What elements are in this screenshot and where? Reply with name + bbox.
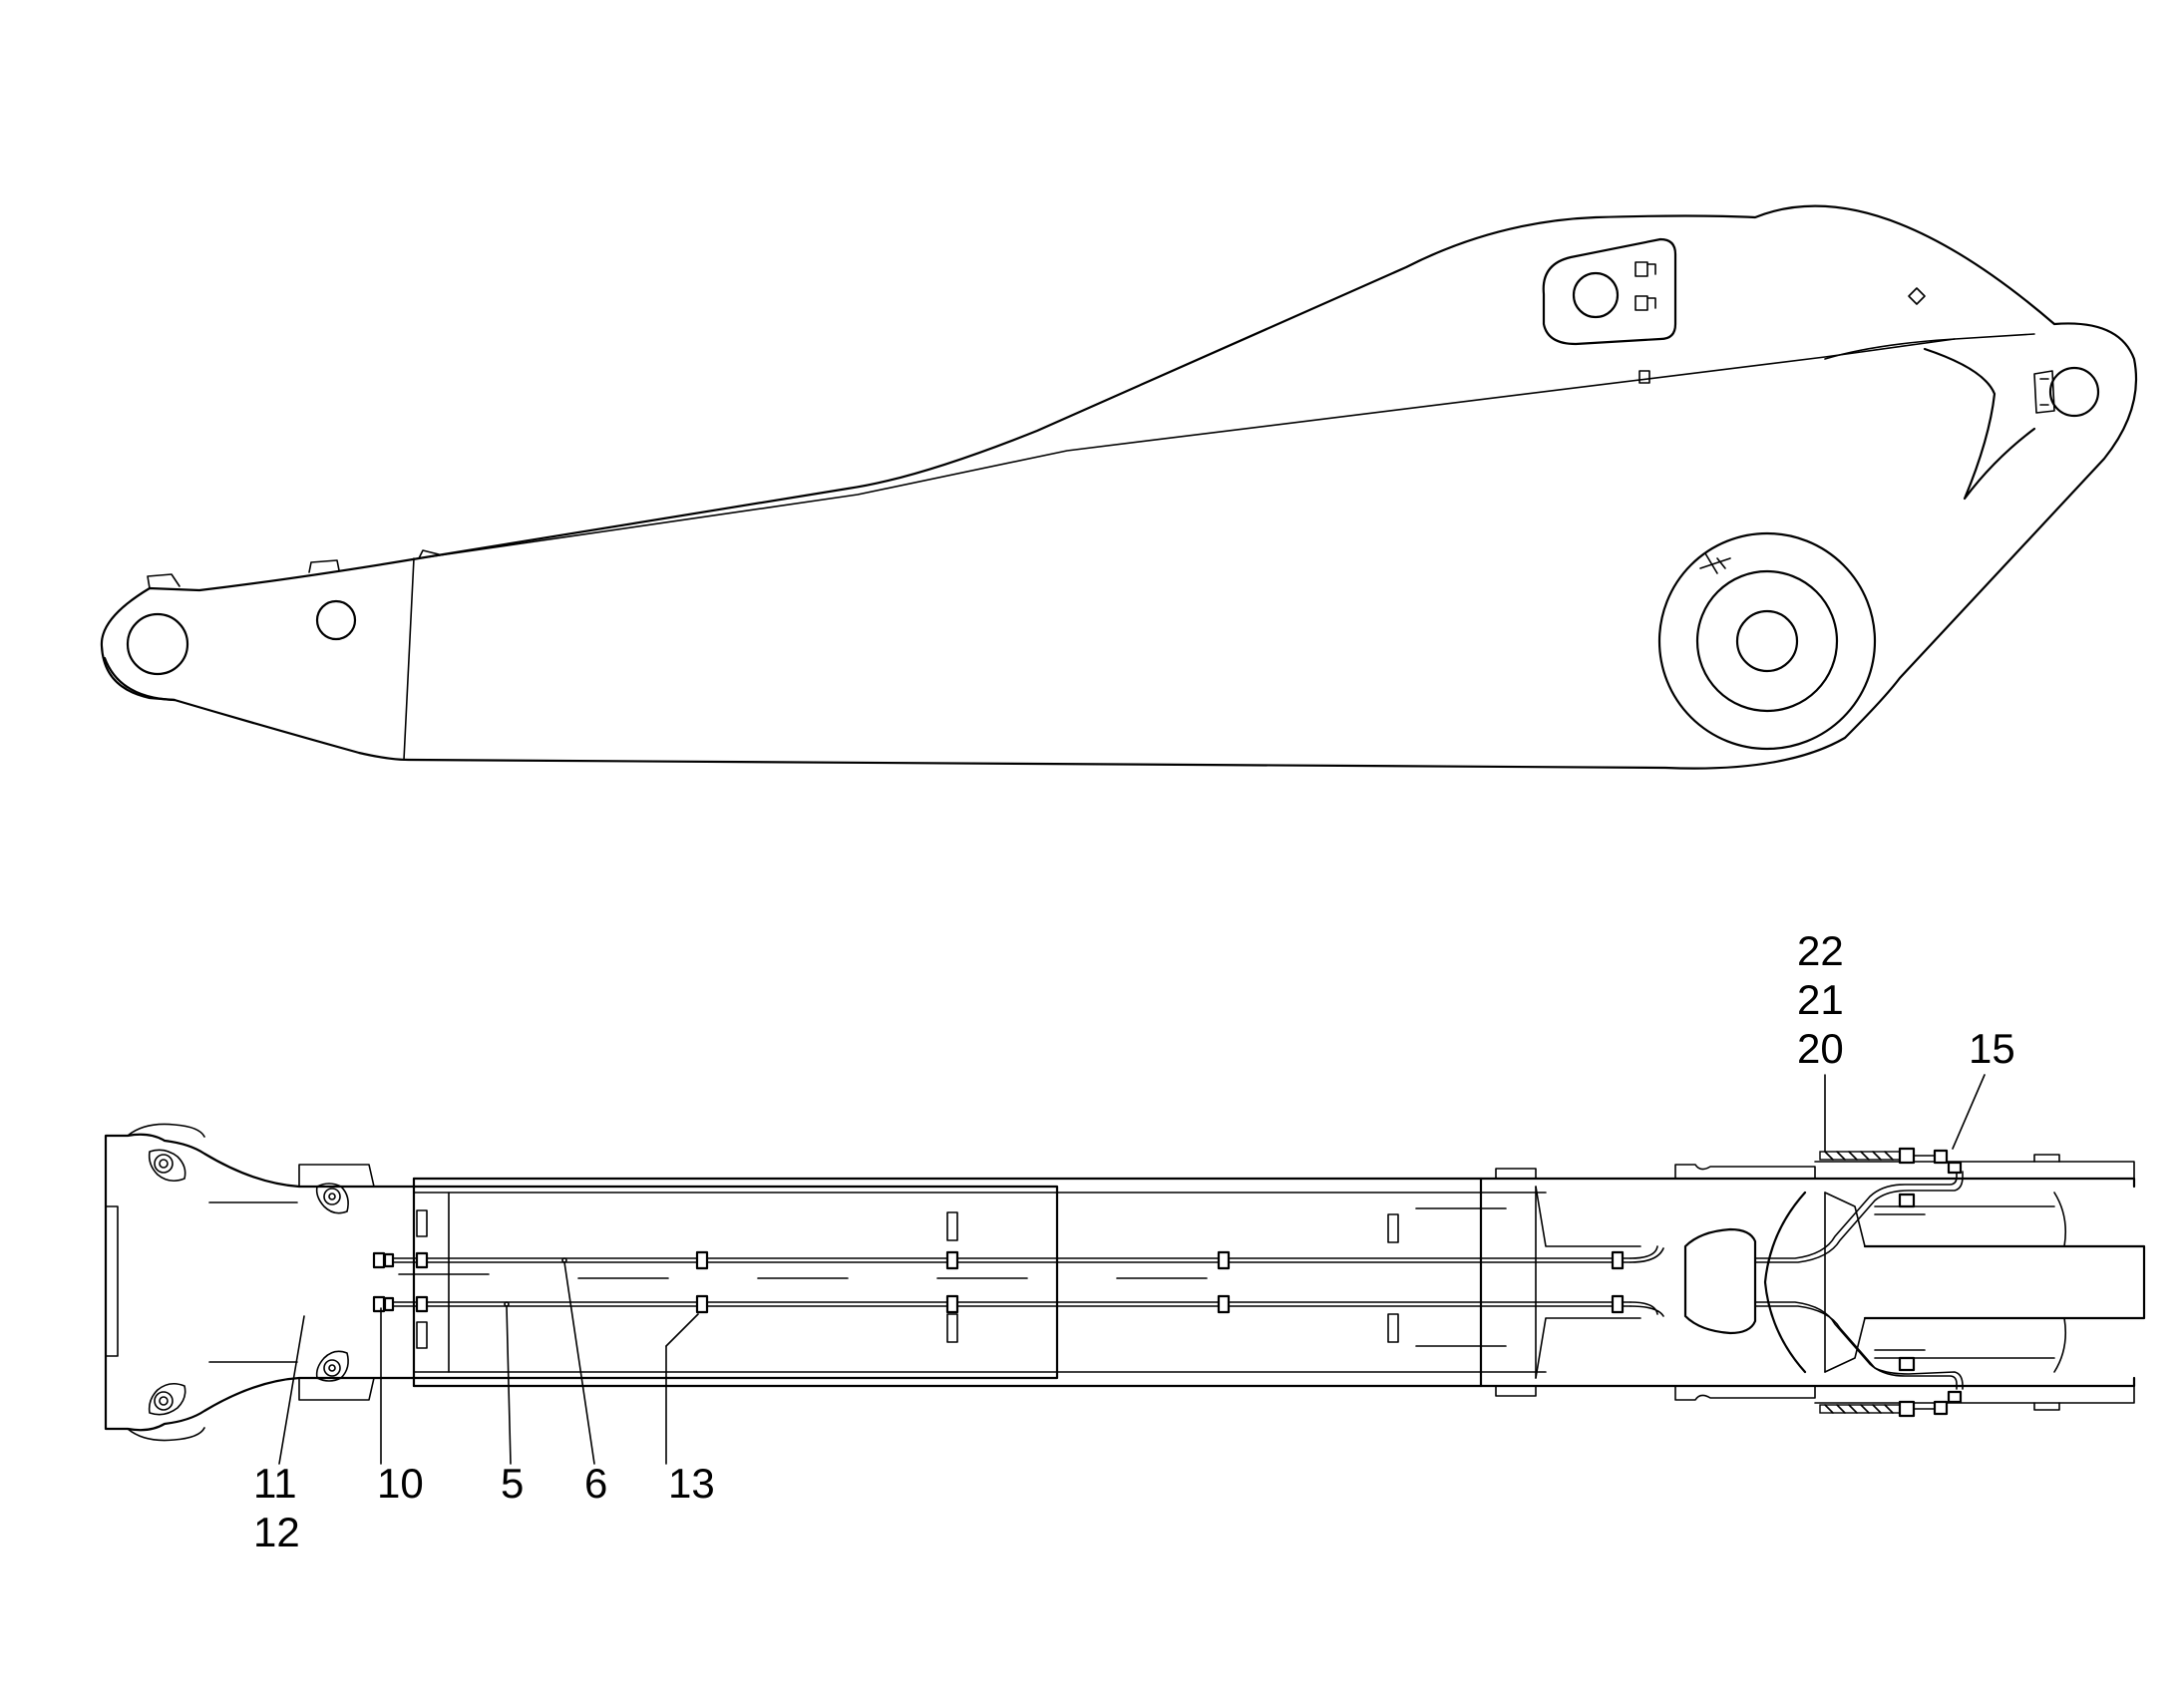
pad-top-right [1674,1164,1816,1180]
arm-cylinder-pin-hole [315,599,357,641]
callout-10: 10 [377,1460,424,1507]
bracket-nut-2-tab [1646,297,1656,309]
nose-boss-lower [148,1382,186,1416]
top-mount-tabs [2033,1154,2060,1411]
upper-flange-line-2 [1824,338,1956,360]
arm-pin-boss-upper [315,1183,349,1214]
callout-21: 21 [1797,976,1844,1023]
slot-marks [398,1207,1507,1347]
nose-bottom-edge [127,1427,205,1442]
foot-bushing-outline [2053,1192,2067,1373]
leader-15 [1952,1074,1986,1150]
foot-pipe-upper [1754,1171,1958,1259]
leader-11-12 [278,1315,305,1465]
upper-clip-1 [308,559,340,573]
callout-5: 5 [501,1460,524,1507]
hose-assembly-lower [1819,1390,1963,1418]
bolt-plates [416,1209,1399,1349]
nose-bottom-lug [298,1377,375,1401]
diamond-mark [1908,287,1926,305]
callout-22: 22 [1797,927,1844,974]
boom-foot-pin-hole [2048,366,2100,418]
line-6-end-curve [1630,1245,1664,1263]
top-mount-plate [1814,1161,2135,1404]
section-joint-line [403,557,415,761]
bracket-nut-1 [1635,261,1648,277]
foot-pin-keeper [2033,370,2055,414]
line-clamps [504,1250,1625,1314]
foot-hub-cone [1824,1192,1931,1373]
upper-plate-tab [1638,370,1650,384]
callout-15: 15 [1969,1025,2015,1072]
pad-bottom-right [1674,1385,1816,1401]
callout-13: 13 [668,1460,715,1507]
callout-labels: 11 12 10 5 6 13 22 21 20 15 [253,927,2015,1555]
boom-foot-hub [1763,1191,1807,1374]
line-5-end-curve [1630,1301,1664,1317]
arm-pin-boss-lower [315,1350,349,1382]
boss-grease-fitting [1699,552,1731,574]
plan-nose-block [104,1133,1059,1432]
leader-13-bend [665,1313,699,1347]
bracket-nut-1-tab [1646,263,1656,275]
foot-pipe-upper-2 [1754,1171,1964,1263]
leader-6 [563,1261,595,1465]
hose-assembly-upper [1819,1147,1963,1175]
box-window-cutout [1683,1227,1757,1335]
foot-pipe-lower [1754,1301,1958,1390]
callout-leaders [278,1074,1986,1465]
plan-nose-inner [105,1205,119,1357]
nose-top-edge [127,1123,205,1138]
boom-outline [100,204,2138,770]
foot-pipe-clamp-upper [1898,1193,1916,1208]
boom-foot-block [1863,1244,2146,1320]
arm-cylinder-bracket [1542,237,1677,346]
nose-pin-hole [126,612,189,676]
upper-clip-2 [418,549,440,559]
callout-11: 11 [253,1460,297,1507]
foot-side-plate [1874,1205,2055,1359]
bracket-nut-2 [1635,295,1648,311]
leader-5 [506,1305,512,1465]
boom-foot-bracket [1923,347,2036,501]
pad-bottom-mid [1495,1385,1537,1397]
callout-6: 6 [584,1460,607,1507]
boom-plan-view [104,1123,2146,1442]
upper-flange-line [418,333,2035,559]
boom-side-view [100,204,2138,770]
foot-pipe-lower-2 [1754,1305,1964,1390]
boom-cylinder-boss-outer [1657,531,1877,751]
callout-12: 12 [253,1509,300,1555]
box-right-section [1535,1186,1641,1379]
nose-boss-upper [148,1149,186,1183]
nose-top-lug [298,1164,375,1188]
boom-cylinder-boss-inner [1695,569,1839,713]
callout-20: 20 [1797,1025,1844,1072]
plan-box-body [412,1177,2136,1388]
foot-pipe-clamp-lower [1898,1356,1916,1372]
line-end-fittings-left [372,1251,429,1313]
pad-top-mid [1495,1168,1537,1180]
arm-cylinder-bracket-pin [1572,271,1620,319]
nose-top-bracket [147,573,181,589]
nose-lug-outline [103,656,177,702]
boom-cylinder-pin-hole [1735,609,1799,673]
